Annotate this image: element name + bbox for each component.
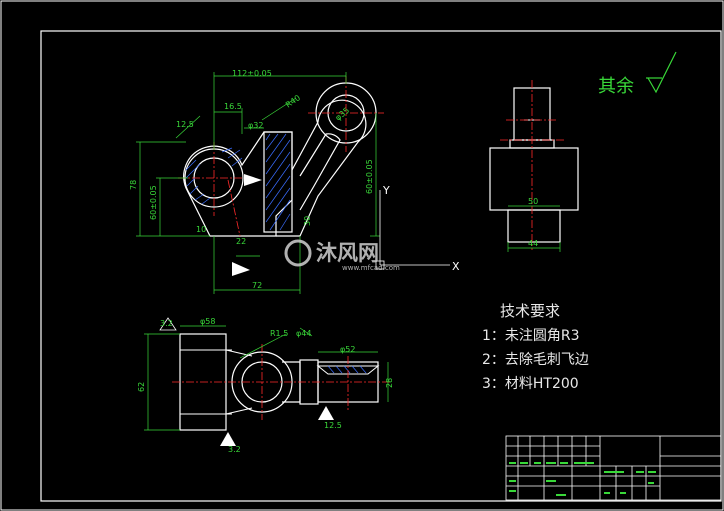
- axis-y-label: Y: [382, 184, 390, 197]
- roughness-note-text: 其余: [598, 76, 634, 97]
- dim-d8: 60±0.05: [149, 185, 158, 220]
- dim-d11: 72: [252, 281, 262, 290]
- dim-d6: 12.5: [176, 120, 194, 129]
- dim-d20: φ52: [340, 345, 355, 354]
- dim-d17: φ58: [200, 317, 215, 326]
- roughness-note: 其余: [598, 51, 677, 97]
- dim-d21: 28: [385, 378, 394, 388]
- dim-d15: 44: [528, 239, 538, 248]
- dim-d16: 3.2: [160, 319, 173, 328]
- dim-d12: 60±0.05: [365, 159, 374, 194]
- dim-d2: 16.5: [224, 102, 242, 111]
- dim-d13: 30: [303, 216, 312, 226]
- dim-d1: 112±0.05: [232, 69, 272, 78]
- watermark-url: www.mfcad.com: [342, 264, 400, 272]
- watermark-text: 沐风网: [316, 241, 379, 265]
- ucs-axes: Y X: [375, 184, 460, 273]
- front-view: 112±0.05 16.5 R40 φ35 φ32 12.5 78 60±0.0…: [129, 69, 384, 294]
- dim-d4: φ35: [334, 106, 352, 123]
- dim-d24: 62: [137, 382, 146, 392]
- dim-d22: 12.5: [324, 421, 342, 430]
- dim-d19: φ44: [296, 329, 311, 338]
- dim-d3: R40: [284, 93, 302, 109]
- tech-requirement-1: 1：未注圆角R3: [482, 328, 580, 344]
- watermark: 沐风网 www.mfcad.com: [284, 239, 400, 272]
- tech-requirements-title: 技术要求: [500, 302, 561, 320]
- tech-requirement-3: 3：材料HT200: [482, 376, 579, 392]
- tech-requirement-2: 2：去除毛刺飞边: [482, 352, 589, 368]
- axis-x-label: X: [452, 260, 460, 273]
- dim-d23: 3.2: [228, 445, 241, 454]
- dim-d7: 78: [129, 180, 138, 190]
- side-view: 50 44: [489, 80, 579, 252]
- drawing-border: [40, 30, 722, 502]
- dim-d5: φ32: [248, 121, 263, 130]
- dim-d18: R1.5: [270, 329, 288, 338]
- top-view: φ58 R1.5 φ44 φ52 28 12.5 3.2 62 3.2: [137, 317, 394, 454]
- dim-d10: 10: [196, 225, 206, 234]
- title-block: [505, 435, 722, 501]
- title-block-marks: [509, 462, 656, 496]
- dim-d14: 50: [528, 197, 538, 206]
- dim-d9: 22: [236, 237, 246, 246]
